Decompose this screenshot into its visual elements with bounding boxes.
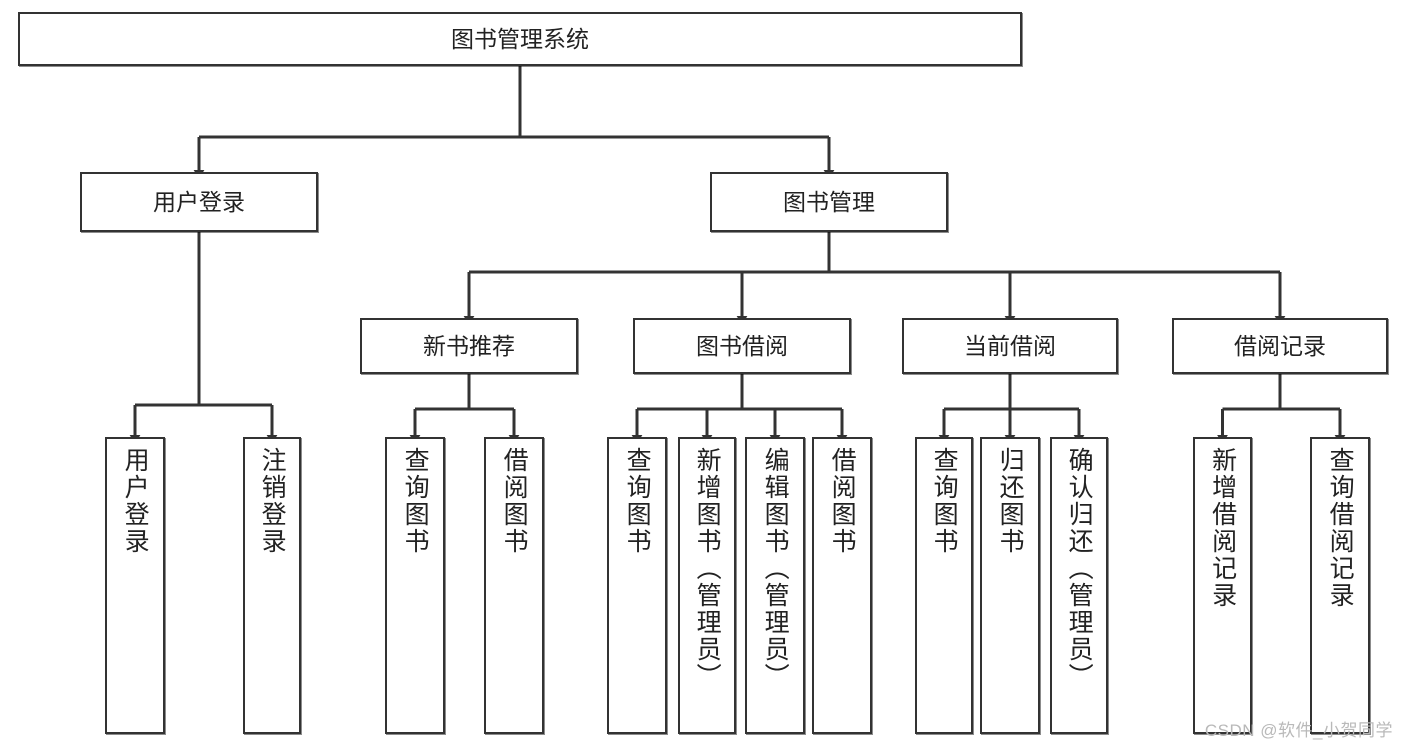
node-label: 新增借阅记录	[1208, 447, 1237, 609]
node-label: 注销登录	[258, 447, 287, 555]
node-label: 图书管理系统	[451, 25, 589, 52]
node-root[interactable]: 图书管理系统	[18, 12, 1022, 66]
node-label: 用户登录	[121, 447, 150, 555]
node-label: 借阅记录	[1234, 332, 1326, 359]
node-label: 图书管理	[783, 188, 875, 215]
node-l-b1[interactable]: 借阅图书	[484, 437, 544, 734]
node-l-b2[interactable]: 借阅图书	[812, 437, 872, 734]
node-l-login[interactable]: 用户登录	[105, 437, 165, 734]
node-l-q3[interactable]: 查询图书	[915, 437, 973, 734]
node-l-return[interactable]: 归还图书	[980, 437, 1040, 734]
node-label: 确认归还（管理员）	[1065, 447, 1094, 690]
node-l-q2[interactable]: 查询图书	[607, 437, 667, 734]
node-borrow[interactable]: 图书借阅	[633, 318, 851, 374]
node-label: 借阅图书	[500, 447, 529, 555]
node-label: 借阅图书	[828, 447, 857, 555]
node-login[interactable]: 用户登录	[80, 172, 318, 232]
connector-lines	[129, 66, 1346, 444]
node-current[interactable]: 当前借阅	[902, 318, 1118, 374]
node-label: 用户登录	[153, 188, 245, 215]
node-newbook[interactable]: 新书推荐	[360, 318, 578, 374]
node-bookmgmt[interactable]: 图书管理	[710, 172, 948, 232]
node-label: 归还图书	[996, 447, 1025, 555]
node-l-addrec[interactable]: 新增借阅记录	[1193, 437, 1252, 734]
node-label: 图书借阅	[696, 332, 788, 359]
node-label: 新增图书（管理员）	[693, 447, 722, 690]
node-l-logout[interactable]: 注销登录	[243, 437, 301, 734]
node-label: 查询借阅记录	[1326, 447, 1355, 609]
node-l-qrec[interactable]: 查询借阅记录	[1310, 437, 1370, 734]
node-l-edit[interactable]: 编辑图书（管理员）	[745, 437, 805, 734]
node-label: 查询图书	[401, 447, 430, 555]
node-label: 查询图书	[623, 447, 652, 555]
node-label: 新书推荐	[423, 332, 515, 359]
node-label: 查询图书	[930, 447, 959, 555]
node-label: 编辑图书（管理员）	[761, 447, 790, 690]
watermark-text: CSDN @软件_小贺同学	[1204, 721, 1393, 740]
node-l-confirm[interactable]: 确认归还（管理员）	[1050, 437, 1108, 734]
node-label: 当前借阅	[964, 332, 1056, 359]
node-l-q1[interactable]: 查询图书	[385, 437, 445, 734]
node-records[interactable]: 借阅记录	[1172, 318, 1388, 374]
node-l-add[interactable]: 新增图书（管理员）	[678, 437, 736, 734]
